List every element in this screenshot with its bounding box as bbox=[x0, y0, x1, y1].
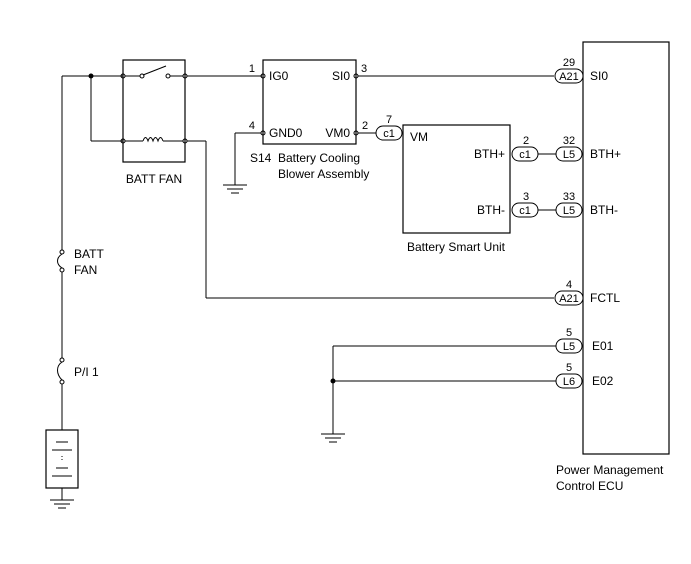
pin-name-e02: E02 bbox=[592, 374, 614, 388]
connector-l6-e02: L6 bbox=[563, 376, 575, 388]
relay-output-wires bbox=[187, 75, 554, 299]
pin-num-gnd0: 4 bbox=[249, 120, 255, 132]
pin-num-vm: 7 bbox=[386, 114, 392, 126]
vm-wire: c1 7 bbox=[358, 114, 403, 141]
pin-name-gnd0: GND0 bbox=[269, 126, 303, 140]
pin-name-e01: E01 bbox=[592, 339, 614, 353]
ecu-label-line2: Control ECU bbox=[556, 479, 623, 493]
pin-name-si0-ecu: SI0 bbox=[590, 69, 608, 83]
battery-icon bbox=[45, 429, 79, 500]
pin-num-fctl: 4 bbox=[566, 279, 572, 291]
pin-name-bth-plus-ecu: BTH+ bbox=[590, 147, 621, 161]
fuse-label-line2: FAN bbox=[74, 263, 97, 277]
junction-dot bbox=[88, 73, 94, 79]
pin-num-bth-plus-ecu: 32 bbox=[563, 135, 575, 147]
connector-c1-vm: c1 bbox=[383, 128, 395, 140]
smart-unit-label: Battery Smart Unit bbox=[407, 240, 506, 254]
fuse-label-pi1: P/I 1 bbox=[74, 365, 99, 379]
relay-label: BATT FAN bbox=[126, 172, 182, 186]
pin-num-e02: 5 bbox=[566, 362, 572, 374]
pin-num-bth-minus-ecu: 33 bbox=[563, 191, 575, 203]
pin-name-bth-plus-unit: BTH+ bbox=[474, 147, 505, 161]
pin-name-si0: SI0 bbox=[332, 69, 350, 83]
pin-num-si0-ecu: 29 bbox=[563, 57, 575, 69]
power-management-ecu: Power Management Control ECU A21 29 SI0 … bbox=[554, 41, 670, 493]
ground-icon bbox=[223, 184, 247, 194]
ecu-label-line1: Power Management bbox=[556, 463, 664, 477]
batt-fan-relay: BATT FAN bbox=[120, 59, 188, 186]
battery-cooling-blower: 1 IG0 3 SI0 4 GND0 2 VM0 S14 Battery Coo… bbox=[249, 59, 369, 181]
connector-c1-bth-minus: c1 bbox=[519, 205, 531, 217]
pin-name-vm: VM bbox=[410, 130, 428, 144]
connector-l5-e01: L5 bbox=[563, 341, 575, 353]
ecu-ground-wires bbox=[330, 345, 556, 434]
connector-a21-fctl: A21 bbox=[559, 293, 579, 305]
bth-wires bbox=[538, 153, 556, 211]
junction-dot bbox=[330, 378, 336, 384]
pin-name-vm0: VM0 bbox=[325, 126, 350, 140]
batt-fan-fuse: BATT FAN bbox=[57, 247, 104, 277]
ground-icon bbox=[50, 499, 74, 509]
pin-name-fctl: FCTL bbox=[590, 291, 620, 305]
connector-c1-bth-plus: c1 bbox=[519, 149, 531, 161]
power-feed-wires bbox=[61, 73, 123, 430]
pin-num-si0: 3 bbox=[361, 63, 367, 75]
blower-ground-wire bbox=[234, 132, 261, 185]
blower-label-line1: Battery Cooling bbox=[278, 151, 360, 165]
pin-num-bth-plus-unit: 2 bbox=[523, 135, 529, 147]
battery-smart-unit: VM BTH+ BTH- Battery Smart Unit c1 2 c1 … bbox=[402, 124, 539, 254]
connector-a21-si0: A21 bbox=[559, 71, 579, 83]
blower-code: S14 bbox=[250, 151, 272, 165]
connector-l5-bth-minus: L5 bbox=[563, 205, 575, 217]
fuse-label-line1: BATT bbox=[74, 247, 104, 261]
connector-l5-bth-plus: L5 bbox=[563, 149, 575, 161]
pin-num-e01: 5 bbox=[566, 327, 572, 339]
pin-num-bth-minus-unit: 3 bbox=[523, 191, 529, 203]
pin-num-ig0: 1 bbox=[249, 63, 255, 75]
pi1-fuse: P/I 1 bbox=[57, 357, 99, 385]
blower-label-line2: Blower Assembly bbox=[278, 167, 369, 181]
pin-num-vm0: 2 bbox=[362, 120, 368, 132]
ground-icon bbox=[321, 433, 345, 443]
pin-name-bth-minus-ecu: BTH- bbox=[590, 203, 618, 217]
pin-name-bth-minus-unit: BTH- bbox=[477, 203, 505, 217]
pin-name-ig0: IG0 bbox=[269, 69, 289, 83]
